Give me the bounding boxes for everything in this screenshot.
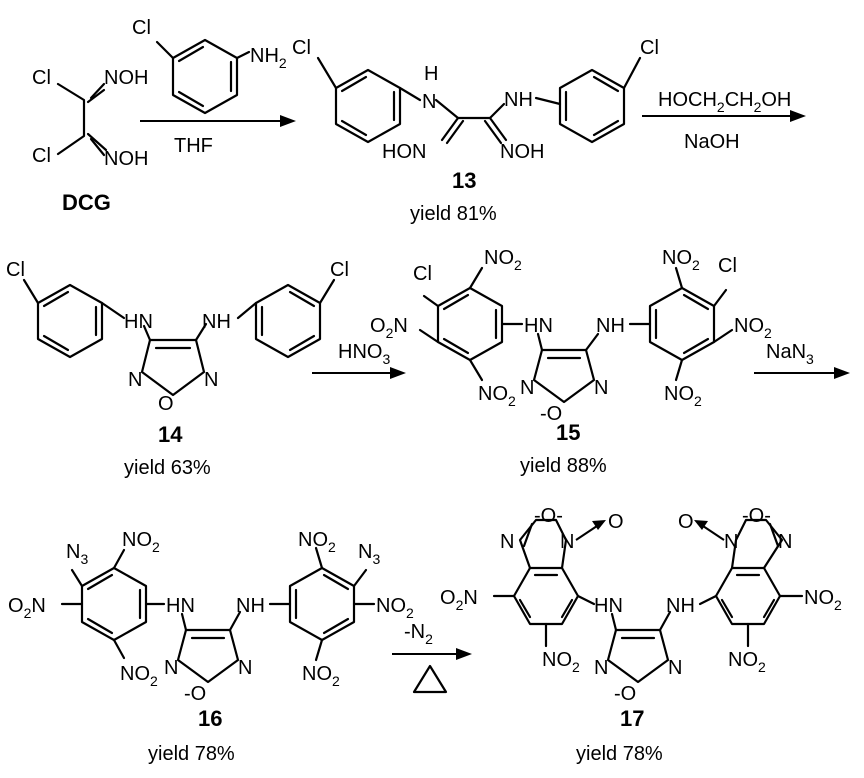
group-n3: N3: [358, 541, 380, 567]
compound-dcg: Cl Cl NOH NOH DCG: [32, 67, 148, 215]
reagent-hno3: HNO3: [338, 341, 390, 367]
atom-o: -O: [184, 683, 206, 705]
atom-n: N: [238, 657, 252, 679]
arrow-step-3: HNO3: [312, 341, 406, 379]
atom-nh2: NH2: [250, 45, 287, 71]
yield-16: yield 78%: [148, 743, 235, 765]
atom-cl: Cl: [32, 145, 51, 167]
atom-o: O: [608, 511, 624, 533]
atom-n: N: [128, 369, 142, 391]
atom-h: H: [424, 63, 438, 85]
atom-n: N: [668, 657, 682, 679]
atom-hon: HON: [382, 141, 426, 163]
atom-noh: NOH: [104, 148, 148, 170]
group-no2: NO2: [728, 649, 766, 675]
yield-15: yield 88%: [520, 455, 607, 477]
atom-nh: NH: [202, 311, 231, 333]
group-no2: NO2: [662, 247, 700, 273]
arrow-step-5: -N2: [392, 621, 472, 694]
reagent-ethylene-glycol: HOCH2CH2OH: [658, 89, 791, 115]
group-n3: N3: [66, 541, 88, 567]
atom-o: -O: [614, 683, 636, 705]
reagent-naoh: NaOH: [684, 131, 740, 153]
label-17: 17: [620, 706, 644, 731]
group-no2: NO2: [120, 663, 158, 689]
atom-cl: Cl: [718, 255, 737, 277]
group-no2: NO2: [734, 315, 772, 341]
compound-16: N3 NO2 O2N NO2 HN NH N N -O NO2 N3 NO2 N…: [8, 529, 414, 765]
atom-n: N: [500, 531, 514, 553]
atom-o: O: [158, 393, 174, 415]
atom-cl: Cl: [6, 259, 25, 281]
atom-n: N: [778, 531, 792, 553]
reagent-n2-loss: -N2: [404, 621, 433, 647]
atom-n: N: [204, 369, 218, 391]
yield-13: yield 81%: [410, 203, 497, 225]
atom-cl: Cl: [413, 263, 432, 285]
atom-o: -O-: [534, 505, 563, 527]
label-15: 15: [556, 420, 580, 445]
compound-15: Cl NO2 O2N NO2 HN NH N N -O NO2 Cl NO2 N…: [370, 247, 772, 477]
group-no2: NO2: [302, 663, 340, 689]
group-o2n: O2N: [440, 587, 478, 613]
atom-noh: NOH: [104, 67, 148, 89]
atom-o: O: [678, 511, 694, 533]
atom-n: N: [594, 377, 608, 399]
group-no2: NO2: [804, 587, 842, 613]
group-no2: NO2: [484, 247, 522, 273]
atom-cl: Cl: [640, 37, 659, 59]
group-no2: NO2: [298, 529, 336, 555]
atom-n: N: [724, 531, 738, 553]
yield-14: yield 63%: [124, 457, 211, 479]
label-16: 16: [198, 706, 222, 731]
group-no2: NO2: [478, 383, 516, 409]
heat-triangle-icon: [412, 664, 448, 694]
group-no2: NO2: [122, 529, 160, 555]
atom-nh: NH: [236, 595, 265, 617]
atom-n: N: [520, 377, 534, 399]
group-no2: NO2: [376, 595, 414, 621]
atom-noh: NOH: [500, 141, 544, 163]
atom-nh: NH: [504, 89, 533, 111]
atom-nh: NH: [666, 595, 695, 617]
compound-13: Cl Cl H N NH HON NOH 13 yield 81%: [292, 37, 659, 225]
atom-hn: HN: [166, 595, 195, 617]
arrow-step-1: THF: [140, 115, 296, 157]
atom-nh: NH: [596, 315, 625, 337]
reagent-chloroaniline: Cl NH2: [132, 17, 287, 115]
atom-n: N: [560, 531, 574, 553]
group-no2: NO2: [664, 383, 702, 409]
reagent-thf: THF: [174, 135, 213, 157]
atom-cl: Cl: [32, 67, 51, 89]
arrow-step-2: HOCH2CH2OH NaOH: [642, 89, 806, 153]
compound-17: N -O- N O O2N NO2 HN NH N N -O O N -O- N…: [440, 505, 842, 765]
arrow-step-4: NaN3: [754, 341, 850, 379]
label-13: 13: [452, 168, 476, 193]
reagent-nan3: NaN3: [766, 341, 814, 367]
atom-n: N: [164, 657, 178, 679]
label-dcg: DCG: [62, 190, 111, 215]
atom-hn: HN: [124, 311, 153, 333]
atom-cl: Cl: [132, 17, 151, 39]
atom-cl: Cl: [292, 37, 311, 59]
atom-hn: HN: [524, 315, 553, 337]
yield-17: yield 78%: [576, 743, 663, 765]
atom-n: N: [594, 657, 608, 679]
atom-hn: HN: [594, 595, 623, 617]
label-14: 14: [158, 422, 183, 447]
group-no2: NO2: [542, 649, 580, 675]
atom-cl: Cl: [330, 259, 349, 281]
atom-o: -O: [540, 403, 562, 425]
atom-n: N: [422, 91, 436, 113]
group-o2n: O2N: [8, 595, 46, 621]
compound-14: Cl Cl HN NH N N O 14 yield 63%: [6, 259, 349, 479]
group-o2n: O2N: [370, 315, 408, 341]
atom-o: -O-: [742, 505, 771, 527]
